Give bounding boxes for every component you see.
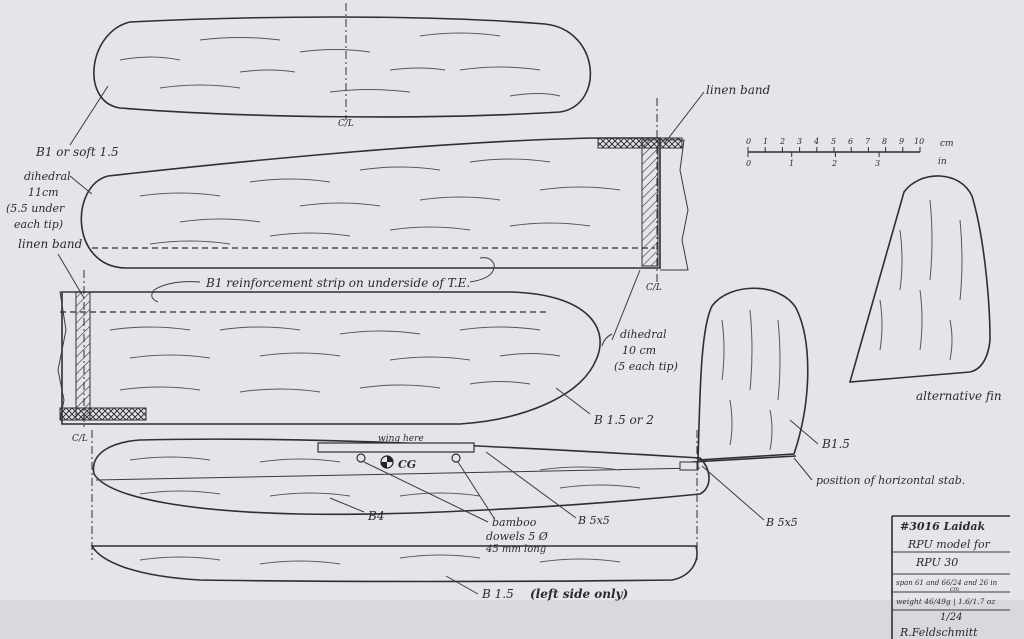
stabilizer-outline bbox=[93, 3, 592, 120]
dihedral-right-arrow bbox=[601, 333, 613, 347]
scale-cm-2: 2 bbox=[779, 137, 785, 146]
stab-leader bbox=[69, 85, 109, 146]
dihedral-left-arrow bbox=[69, 175, 93, 195]
wing-here-label: wing here bbox=[378, 434, 424, 444]
plan-span: span 61 and 66/24 and 26 in bbox=[896, 579, 998, 587]
linen-band-left-leader bbox=[57, 253, 85, 299]
dihedral-left-line3: (5.5 under bbox=[6, 202, 65, 215]
spar-leader bbox=[485, 451, 577, 519]
scale-cm-5: 5 bbox=[831, 137, 836, 146]
fin bbox=[691, 287, 809, 463]
stab-material-label: B1 or soft 1.5 bbox=[35, 145, 119, 159]
scale-cm-unit: cm bbox=[940, 139, 954, 149]
fin-spar-line bbox=[691, 455, 797, 463]
lower-linen-band-bottom bbox=[59, 407, 147, 421]
dihedral-left-line4: each tip) bbox=[14, 218, 63, 231]
scale-cm-9: 9 bbox=[899, 137, 904, 146]
stab-position-leader bbox=[793, 457, 813, 481]
scale-in-0: 0 bbox=[746, 159, 751, 168]
fin-spar-label: B 5x5 bbox=[765, 516, 798, 529]
scale-cm-1: 1 bbox=[763, 137, 768, 146]
lower-wing-centerline-label: C/L bbox=[72, 434, 88, 444]
wing-seat bbox=[317, 442, 475, 453]
scale-cm-7: 7 bbox=[865, 137, 871, 146]
paper-shadow bbox=[0, 600, 1024, 639]
dowel-rear bbox=[451, 453, 461, 463]
cg-label: CG bbox=[398, 458, 416, 471]
dowel-front bbox=[356, 453, 366, 463]
scale-in-unit: in bbox=[938, 157, 947, 167]
fin-material-leader bbox=[789, 419, 819, 445]
dowels-line2: dowels 5 Ø bbox=[486, 530, 549, 543]
dihedral-right-line3: (5 each tip) bbox=[614, 360, 678, 373]
upper-wing-centerline-label: C/L bbox=[646, 283, 662, 293]
left-only-label: (left side only) bbox=[530, 587, 628, 601]
dihedral-left-line1: dihedral bbox=[24, 170, 71, 183]
dowels-line3: 45 mm long bbox=[485, 544, 546, 555]
plan-scale: 1/24 bbox=[940, 612, 962, 623]
plan-title: #3016 Laidak bbox=[900, 520, 986, 533]
stab-position-label: position of horizontal stab. bbox=[816, 474, 965, 487]
scale-bar bbox=[747, 147, 921, 157]
plan-signature: R.Feldschmitt bbox=[899, 626, 978, 639]
side-doubler-leader bbox=[445, 575, 479, 595]
scale-cm-3: 3 bbox=[797, 137, 802, 146]
wing-material-label: B 1.5 or 2 bbox=[593, 413, 654, 427]
scale-cm-4: 4 bbox=[813, 137, 819, 146]
dowels-line1: bamboo bbox=[492, 516, 537, 529]
scale-cm-10: 10 bbox=[914, 137, 924, 146]
stab-centerline-label: C/L bbox=[338, 119, 354, 129]
title-block bbox=[891, 515, 1010, 639]
linen-band-top-leader bbox=[663, 91, 705, 145]
scale-cm-0: 0 bbox=[746, 137, 751, 146]
upper-linen-band-hatch bbox=[641, 139, 659, 267]
linen-band-left-label: linen band bbox=[18, 237, 83, 251]
fuselage-core-leader bbox=[329, 497, 365, 513]
alt-fin-label: alternative fin bbox=[916, 389, 1002, 403]
scale-in-ticks bbox=[747, 152, 880, 157]
plan-subtitle: RPU model for bbox=[907, 538, 991, 551]
wing-material-leader bbox=[555, 387, 591, 415]
side-doubler bbox=[90, 545, 698, 583]
plan-weight: weight 46/49g | 1.6/1.7 oz bbox=[896, 597, 995, 606]
scale-cm-8: 8 bbox=[882, 137, 887, 146]
cg-marker bbox=[380, 455, 394, 469]
dihedral-right-leader bbox=[611, 269, 641, 341]
reinforcement-leader-left bbox=[151, 281, 201, 303]
plan-engine: RPU 30 bbox=[915, 556, 958, 569]
scale-in-1: 1 bbox=[789, 159, 794, 168]
scale-in-3: 3 bbox=[875, 159, 880, 168]
dowel-leader-rear bbox=[457, 461, 495, 519]
wing-half-upper bbox=[80, 98, 689, 282]
dihedral-right-line2: 10 cm bbox=[622, 344, 656, 357]
reinforcement-leader-right bbox=[469, 257, 495, 283]
fuselage bbox=[91, 430, 710, 560]
spar-label: B 5x5 bbox=[577, 514, 610, 527]
fin-spar-leader bbox=[701, 465, 765, 521]
dihedral-left-line2: 11cm bbox=[28, 186, 59, 199]
dihedral-right-line1: dihedral bbox=[620, 328, 667, 341]
scale-cm-ticks bbox=[747, 147, 921, 152]
lower-linen-band-hatch bbox=[75, 291, 91, 421]
fuselage-centerline bbox=[95, 467, 701, 481]
stab-seat bbox=[679, 461, 699, 471]
reinforcement-label: B1 reinforcement strip on underside of T… bbox=[205, 276, 470, 290]
wing-half-lower bbox=[57, 270, 601, 428]
dowel-leader-front bbox=[363, 461, 489, 523]
plan-span-unit: cm bbox=[950, 586, 959, 593]
fin-material-label: B1.5 bbox=[821, 437, 850, 451]
linen-band-top-label: linen band bbox=[706, 83, 771, 97]
scale-cm-6: 6 bbox=[848, 137, 853, 146]
side-doubler-label: B 1.5 bbox=[481, 587, 514, 601]
fuselage-core-label: B4 bbox=[367, 509, 384, 523]
scale-in-2: 2 bbox=[831, 159, 837, 168]
upper-linen-band-top bbox=[597, 137, 683, 149]
alternative-fin bbox=[848, 175, 991, 383]
